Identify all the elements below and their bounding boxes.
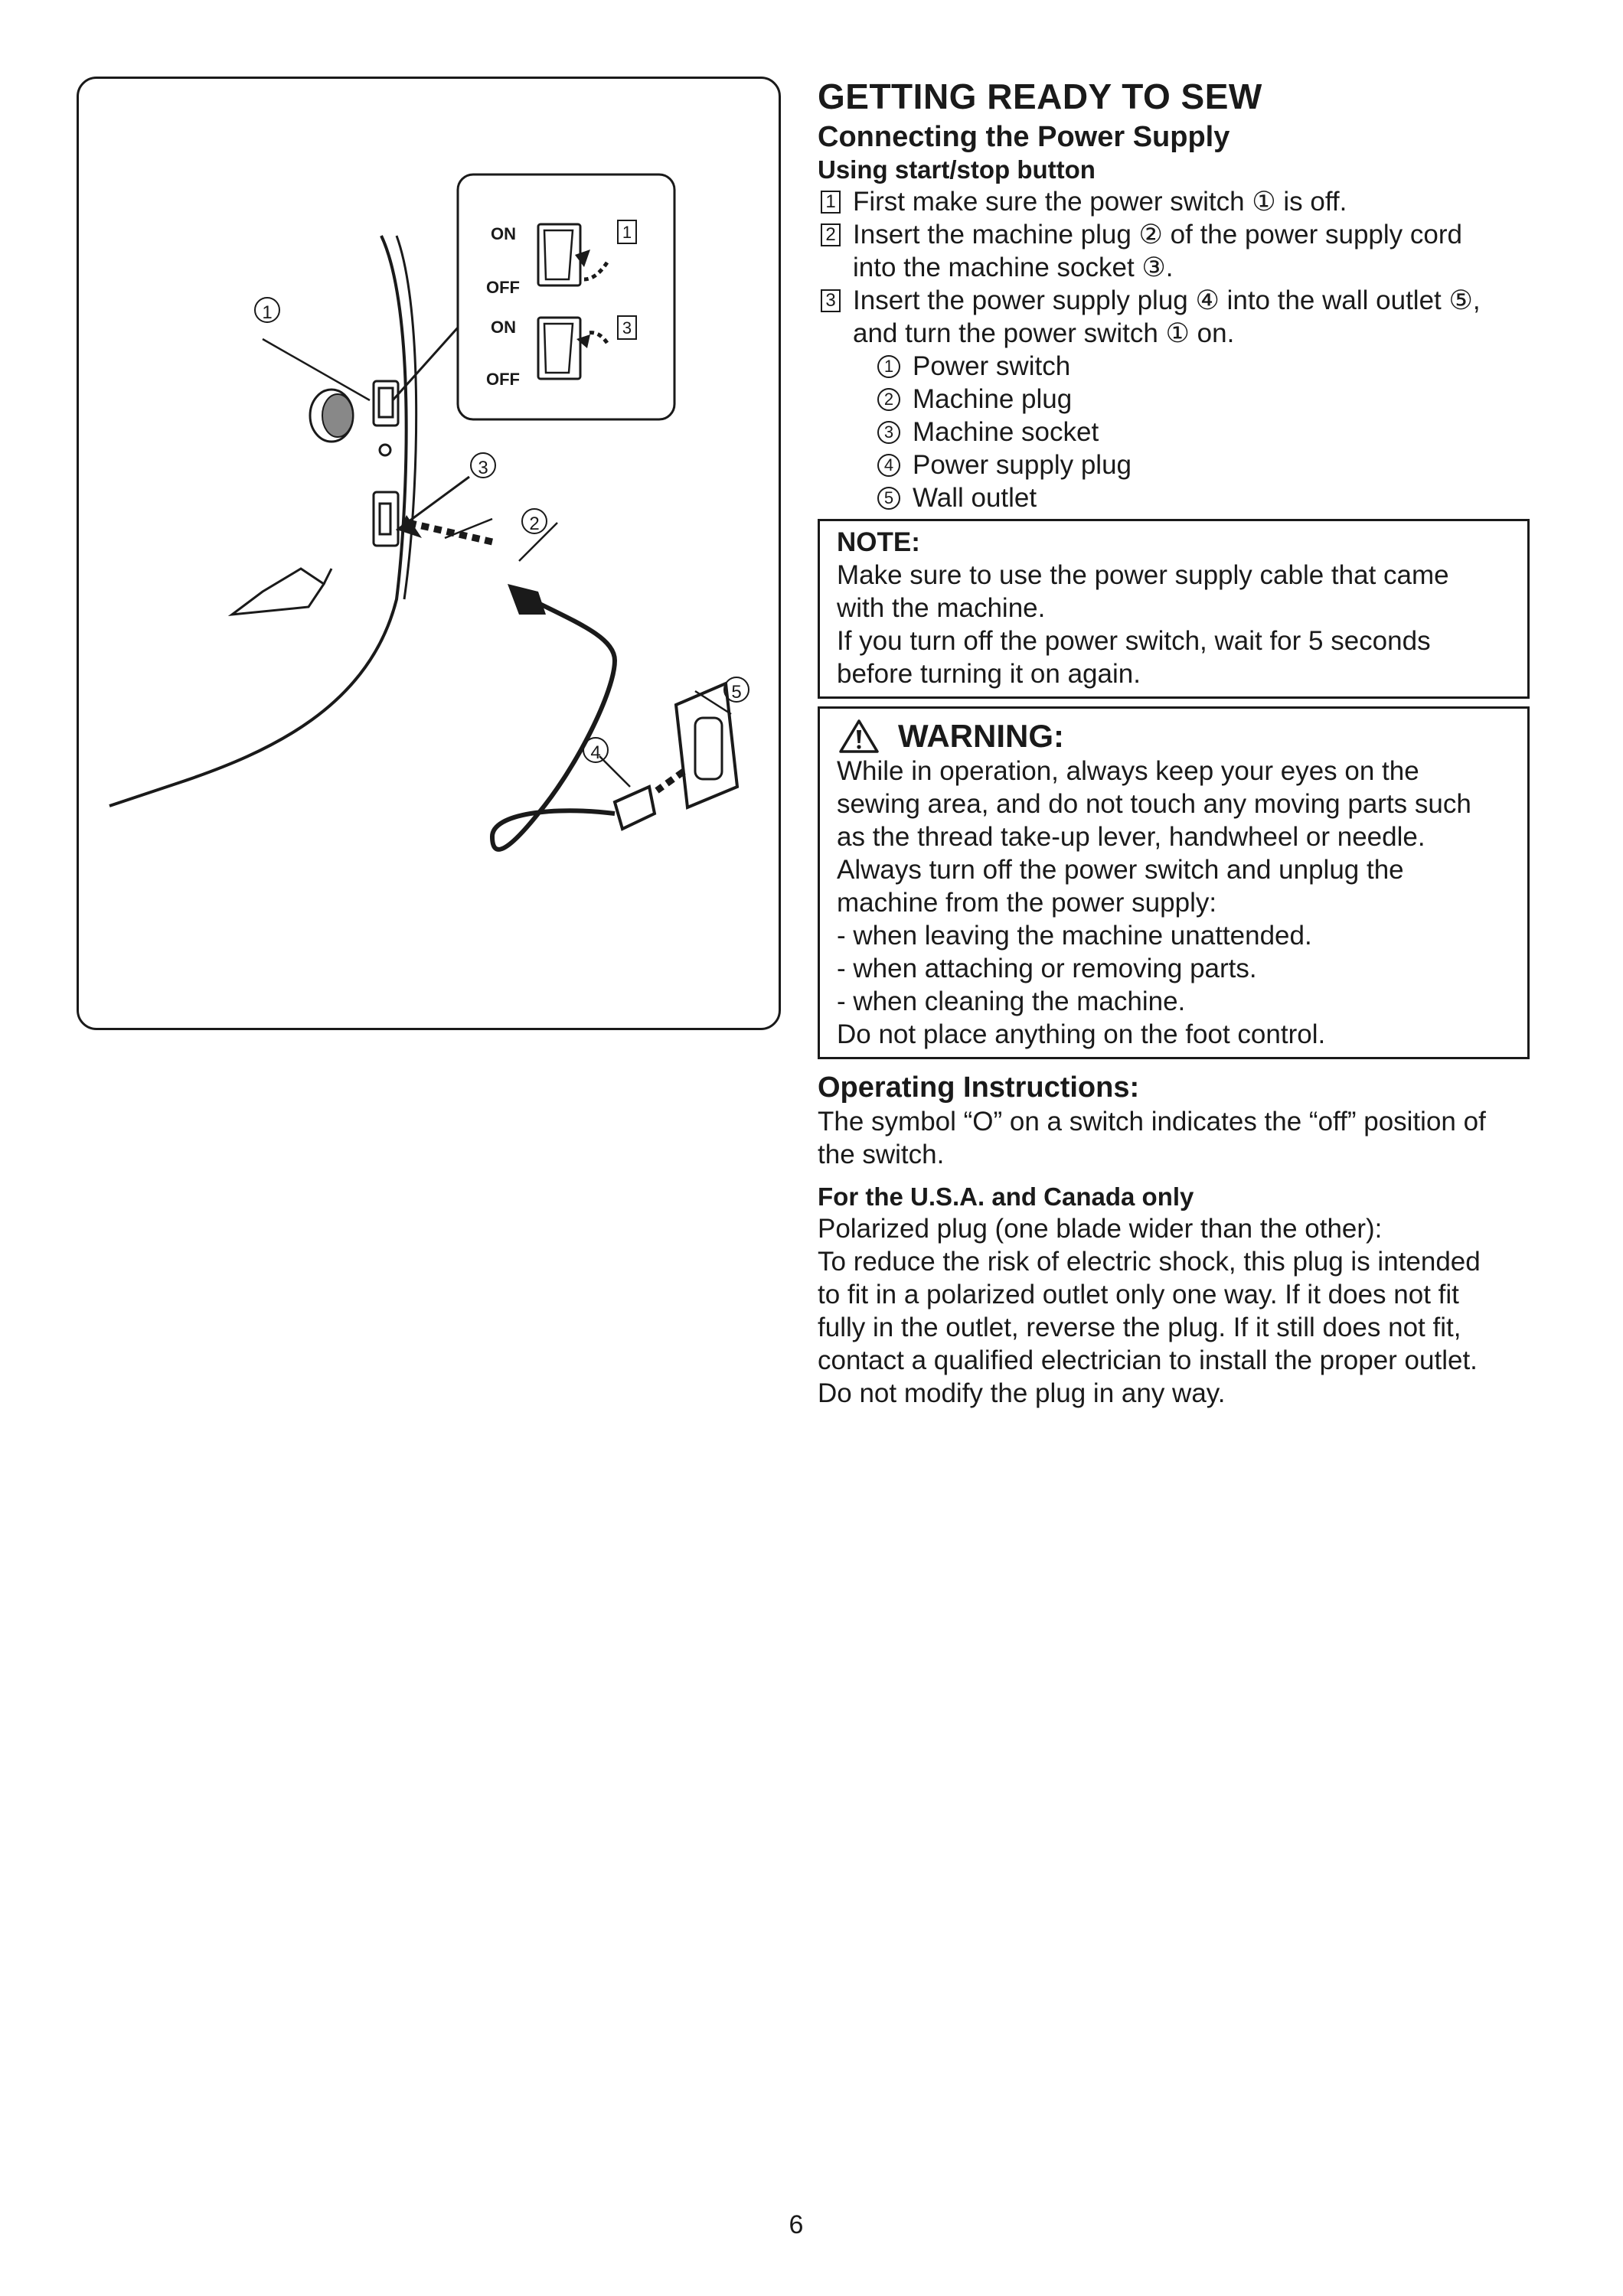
step-1: 1 First make sure the power switch ① is … (818, 185, 1530, 218)
subsection-heading: Using start/stop button (818, 155, 1096, 184)
callout-2: 2 (521, 508, 547, 534)
callout-3: 3 (470, 452, 496, 478)
operating-instructions: Operating Instructions: The symbol “O” o… (818, 1070, 1530, 1171)
content-column: GETTING READY TO SEW Connecting the Powe… (818, 73, 1530, 1410)
callout-1: 1 (254, 297, 280, 323)
warning-box: WARNING: While in operation, always keep… (818, 706, 1530, 1059)
svg-text:4: 4 (590, 742, 600, 763)
inset-step-3: 3 (617, 315, 637, 340)
svg-text:1: 1 (622, 223, 632, 242)
svg-text:3: 3 (622, 318, 632, 338)
warning-triangle-icon (839, 719, 879, 753)
callout-4: 4 (583, 737, 609, 763)
inset-off-label-2: OFF (486, 370, 520, 389)
step-number: 1 (821, 191, 841, 214)
usa-canada-section: For the U.S.A. and Canada only Polarized… (818, 1182, 1530, 1410)
power-supply-illustration: 1 3 2 5 4 ON OFF ON OFF (109, 173, 749, 852)
svg-text:3: 3 (478, 458, 488, 478)
steps-list: 1 First make sure the power switch ① is … (818, 185, 1530, 350)
svg-text:5: 5 (731, 682, 741, 703)
note-title: NOTE: (837, 527, 920, 557)
page-heading: GETTING READY TO SEW (818, 77, 1262, 116)
inset-step-1: 1 (617, 220, 637, 244)
svg-text:2: 2 (529, 514, 539, 534)
illustration-panel: 1 3 2 5 4 ON OFF ON OFF (77, 77, 781, 1030)
inset-on-label-2: ON (491, 318, 516, 337)
page-number: 6 (789, 2210, 804, 2239)
step-number: 2 (821, 223, 841, 246)
inset-off-label-1: OFF (486, 278, 520, 297)
inset-on-label-1: ON (491, 224, 516, 243)
note-box: NOTE: Make sure to use the power supply … (818, 519, 1530, 699)
step-2: 2 Insert the machine plug ② of the power… (818, 218, 1530, 284)
step-3: 3 Insert the power supply plug ④ into th… (818, 284, 1530, 350)
step-number: 3 (821, 289, 841, 312)
section-heading: Connecting the Power Supply (818, 121, 1230, 153)
callout-5: 5 (723, 677, 749, 703)
warning-title: WARNING: (898, 718, 1064, 754)
usa-title: For the U.S.A. and Canada only (818, 1182, 1194, 1211)
operating-title: Operating Instructions: (818, 1071, 1140, 1104)
svg-text:1: 1 (262, 302, 272, 323)
